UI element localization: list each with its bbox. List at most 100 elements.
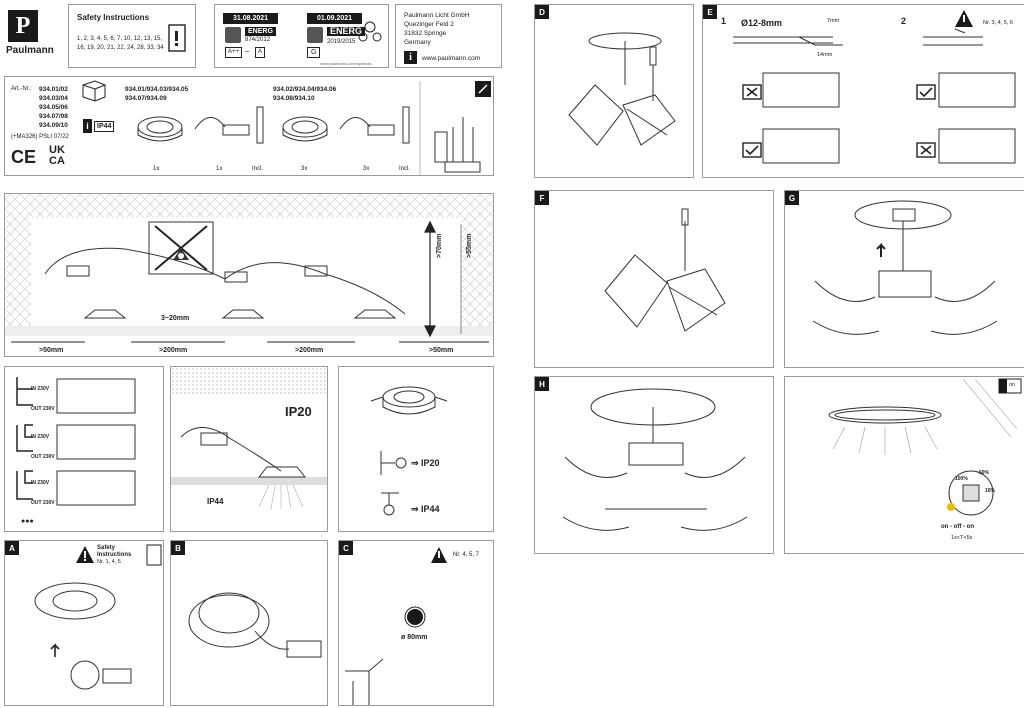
wiring-drawing: [16, 377, 136, 506]
safety-numbers-1: 1, 2, 3, 4, 5, 6, 7, 10, 12, 13, 15,: [77, 36, 163, 42]
safety-numbers-2: 16, 19, 20, 21, 22, 24, 28, 33, 34: [77, 45, 164, 51]
company-name: Paulmann Licht GmbH: [404, 12, 470, 19]
panel-b-drawing: [188, 592, 322, 658]
energy-reg2: 2019/2015: [327, 39, 356, 45]
out-2: OUT 230V: [31, 454, 55, 460]
panel-c-drawing: [345, 547, 447, 705]
eu-flag-icon: [225, 27, 241, 43]
panel-h-drawing: [562, 388, 748, 531]
ip20-arrow: ⇒ IP20: [411, 458, 440, 468]
out-1: OUT 230V: [31, 406, 55, 412]
ip-legend-drawing: [370, 386, 448, 516]
info-icon: i: [404, 51, 417, 64]
company-panel: Paulmann Licht GmbH Quezinger Feld 2 318…: [395, 4, 502, 68]
article-3: 934.05/06: [39, 104, 68, 111]
energy-class-top: A++: [225, 47, 243, 58]
ip-rating: IP44: [94, 121, 115, 132]
articles-panel: Art.-Nr.: 934.01/02 934.03/04 934.05/06 …: [4, 76, 494, 176]
in-1: IN 230V: [31, 386, 50, 392]
out-3: OUT 230V: [31, 500, 55, 506]
ip44-arrow: ⇒ IP44: [411, 504, 440, 514]
wiring-panel: IN 230V OUT 230V IN 230V OUT 230V IN 230…: [4, 366, 164, 532]
symbol-icons: [358, 21, 382, 42]
panel-e-7mm: 7mm: [827, 18, 840, 24]
panel-e-diameter: Ø12-8mm: [741, 18, 783, 28]
energy-class-bottom: A: [255, 47, 266, 58]
panel-f: F: [534, 190, 774, 368]
company-city: 31832 Springe: [404, 30, 447, 37]
company-street: Quezinger Feld 2: [404, 21, 454, 28]
article-1: 934.01/02: [39, 86, 68, 93]
brand-panel: P Paulmann: [4, 4, 62, 68]
qty-5: 3x: [363, 166, 370, 172]
book-warning-icon: [168, 24, 186, 52]
ip-scene-panel: IP20 IP44: [170, 366, 328, 532]
safety-title: Safety Instructions: [77, 13, 150, 22]
product-drawings: [137, 81, 491, 175]
energy-url-small: www.paulmann.com/symbols: [320, 61, 372, 66]
energy-date2: 01.09.2021: [307, 13, 363, 24]
article-ma: (+MA326) PSLI 07/22: [11, 134, 69, 140]
article-2: 934.03/04: [39, 95, 68, 102]
panel-b-label: B: [171, 541, 185, 555]
ip44-label: IP44: [207, 497, 224, 506]
panel-i-sequence: on - off - on: [941, 524, 974, 530]
qty-2: 1x: [216, 166, 223, 172]
company-url: www.paulmann.com: [422, 55, 481, 62]
panel-i-time: 1s<T<5s: [951, 535, 973, 541]
panel-i-drawing: [828, 378, 1022, 516]
set1-line2: 934.07/934.09: [125, 95, 167, 102]
ip-scene-drawing: [171, 367, 327, 510]
depth-label: 3~20mm: [161, 315, 190, 322]
dist-2: >200mm: [159, 347, 188, 354]
panel-b: B: [170, 540, 328, 706]
brand-logo: P: [8, 10, 38, 42]
panel-e-14mm: 14mm: [817, 52, 833, 58]
panel-e-step1: 1: [721, 16, 727, 26]
panel-a: A Safety Instructions Nr. 1, 4, 5: [4, 540, 164, 706]
brand-name: Paulmann: [6, 45, 54, 56]
in-2: IN 230V: [31, 434, 50, 440]
ip20-label: IP20: [285, 404, 312, 419]
qty-6: Incl.: [399, 166, 411, 172]
in-3: IN 230V: [31, 480, 50, 486]
panel-f-label: F: [535, 191, 549, 205]
installation-diagram: >50mm >200mm >200mm >50mm 3~20mm >70mm >…: [4, 193, 494, 357]
set1-line1: 934.01/934.03/934.05: [125, 86, 189, 93]
ukca-mark-2: CA: [49, 155, 65, 167]
eu-flag-icon-2: [307, 27, 323, 43]
set2-line2: 934.08/934.10: [273, 95, 315, 102]
panel-e-label: E: [703, 5, 717, 19]
energy-reg1: 874/2012: [245, 37, 271, 43]
energy-label-1: ENERG: [245, 27, 276, 36]
ceiling-drawing: [5, 194, 493, 343]
panel-a-safety: Safety: [97, 545, 116, 551]
panel-e-drawing: [733, 10, 1016, 164]
article-4: 934.07/08: [39, 113, 68, 120]
dist-4: >50mm: [429, 347, 454, 354]
ukca-mark-1: UK: [49, 144, 65, 156]
height-1: >70mm: [436, 233, 443, 258]
qty-4: 3x: [301, 166, 308, 172]
safety-panel: Safety Instructions 1, 2, 3, 4, 5, 6, 7,…: [68, 4, 196, 68]
energy-date1: 31.08.2021: [223, 13, 279, 24]
panel-a-label: A: [5, 541, 19, 555]
panel-c-diameter: ø 80mm: [401, 634, 428, 641]
panel-d-drawing: [568, 32, 676, 146]
ce-mark: CE: [11, 147, 37, 167]
qty-3: Incl.: [252, 166, 264, 172]
ip-legend-panel: ⇒ IP20 ⇒ IP44: [338, 366, 494, 532]
warning-triangle-icon: [34, 544, 162, 690]
panel-a-instructions: Instructions: [97, 552, 132, 558]
panel-e-step2: 2: [901, 16, 907, 26]
panel-f-drawing: [604, 208, 726, 332]
panel-i-on: on: [1009, 382, 1016, 388]
energy-class-new: G: [307, 47, 321, 58]
article-5: 934.09/10: [39, 122, 68, 129]
panel-g-label: G: [785, 191, 799, 205]
panel-c-nr: Nr. 4, 5, 7: [453, 552, 480, 558]
set2-line1: 934.02/934.04/934.06: [273, 86, 337, 93]
energy-label-2: ENERG: [327, 27, 366, 36]
panel-d: D: [534, 4, 694, 178]
article-prefix: Art.-Nr.:: [11, 86, 32, 92]
